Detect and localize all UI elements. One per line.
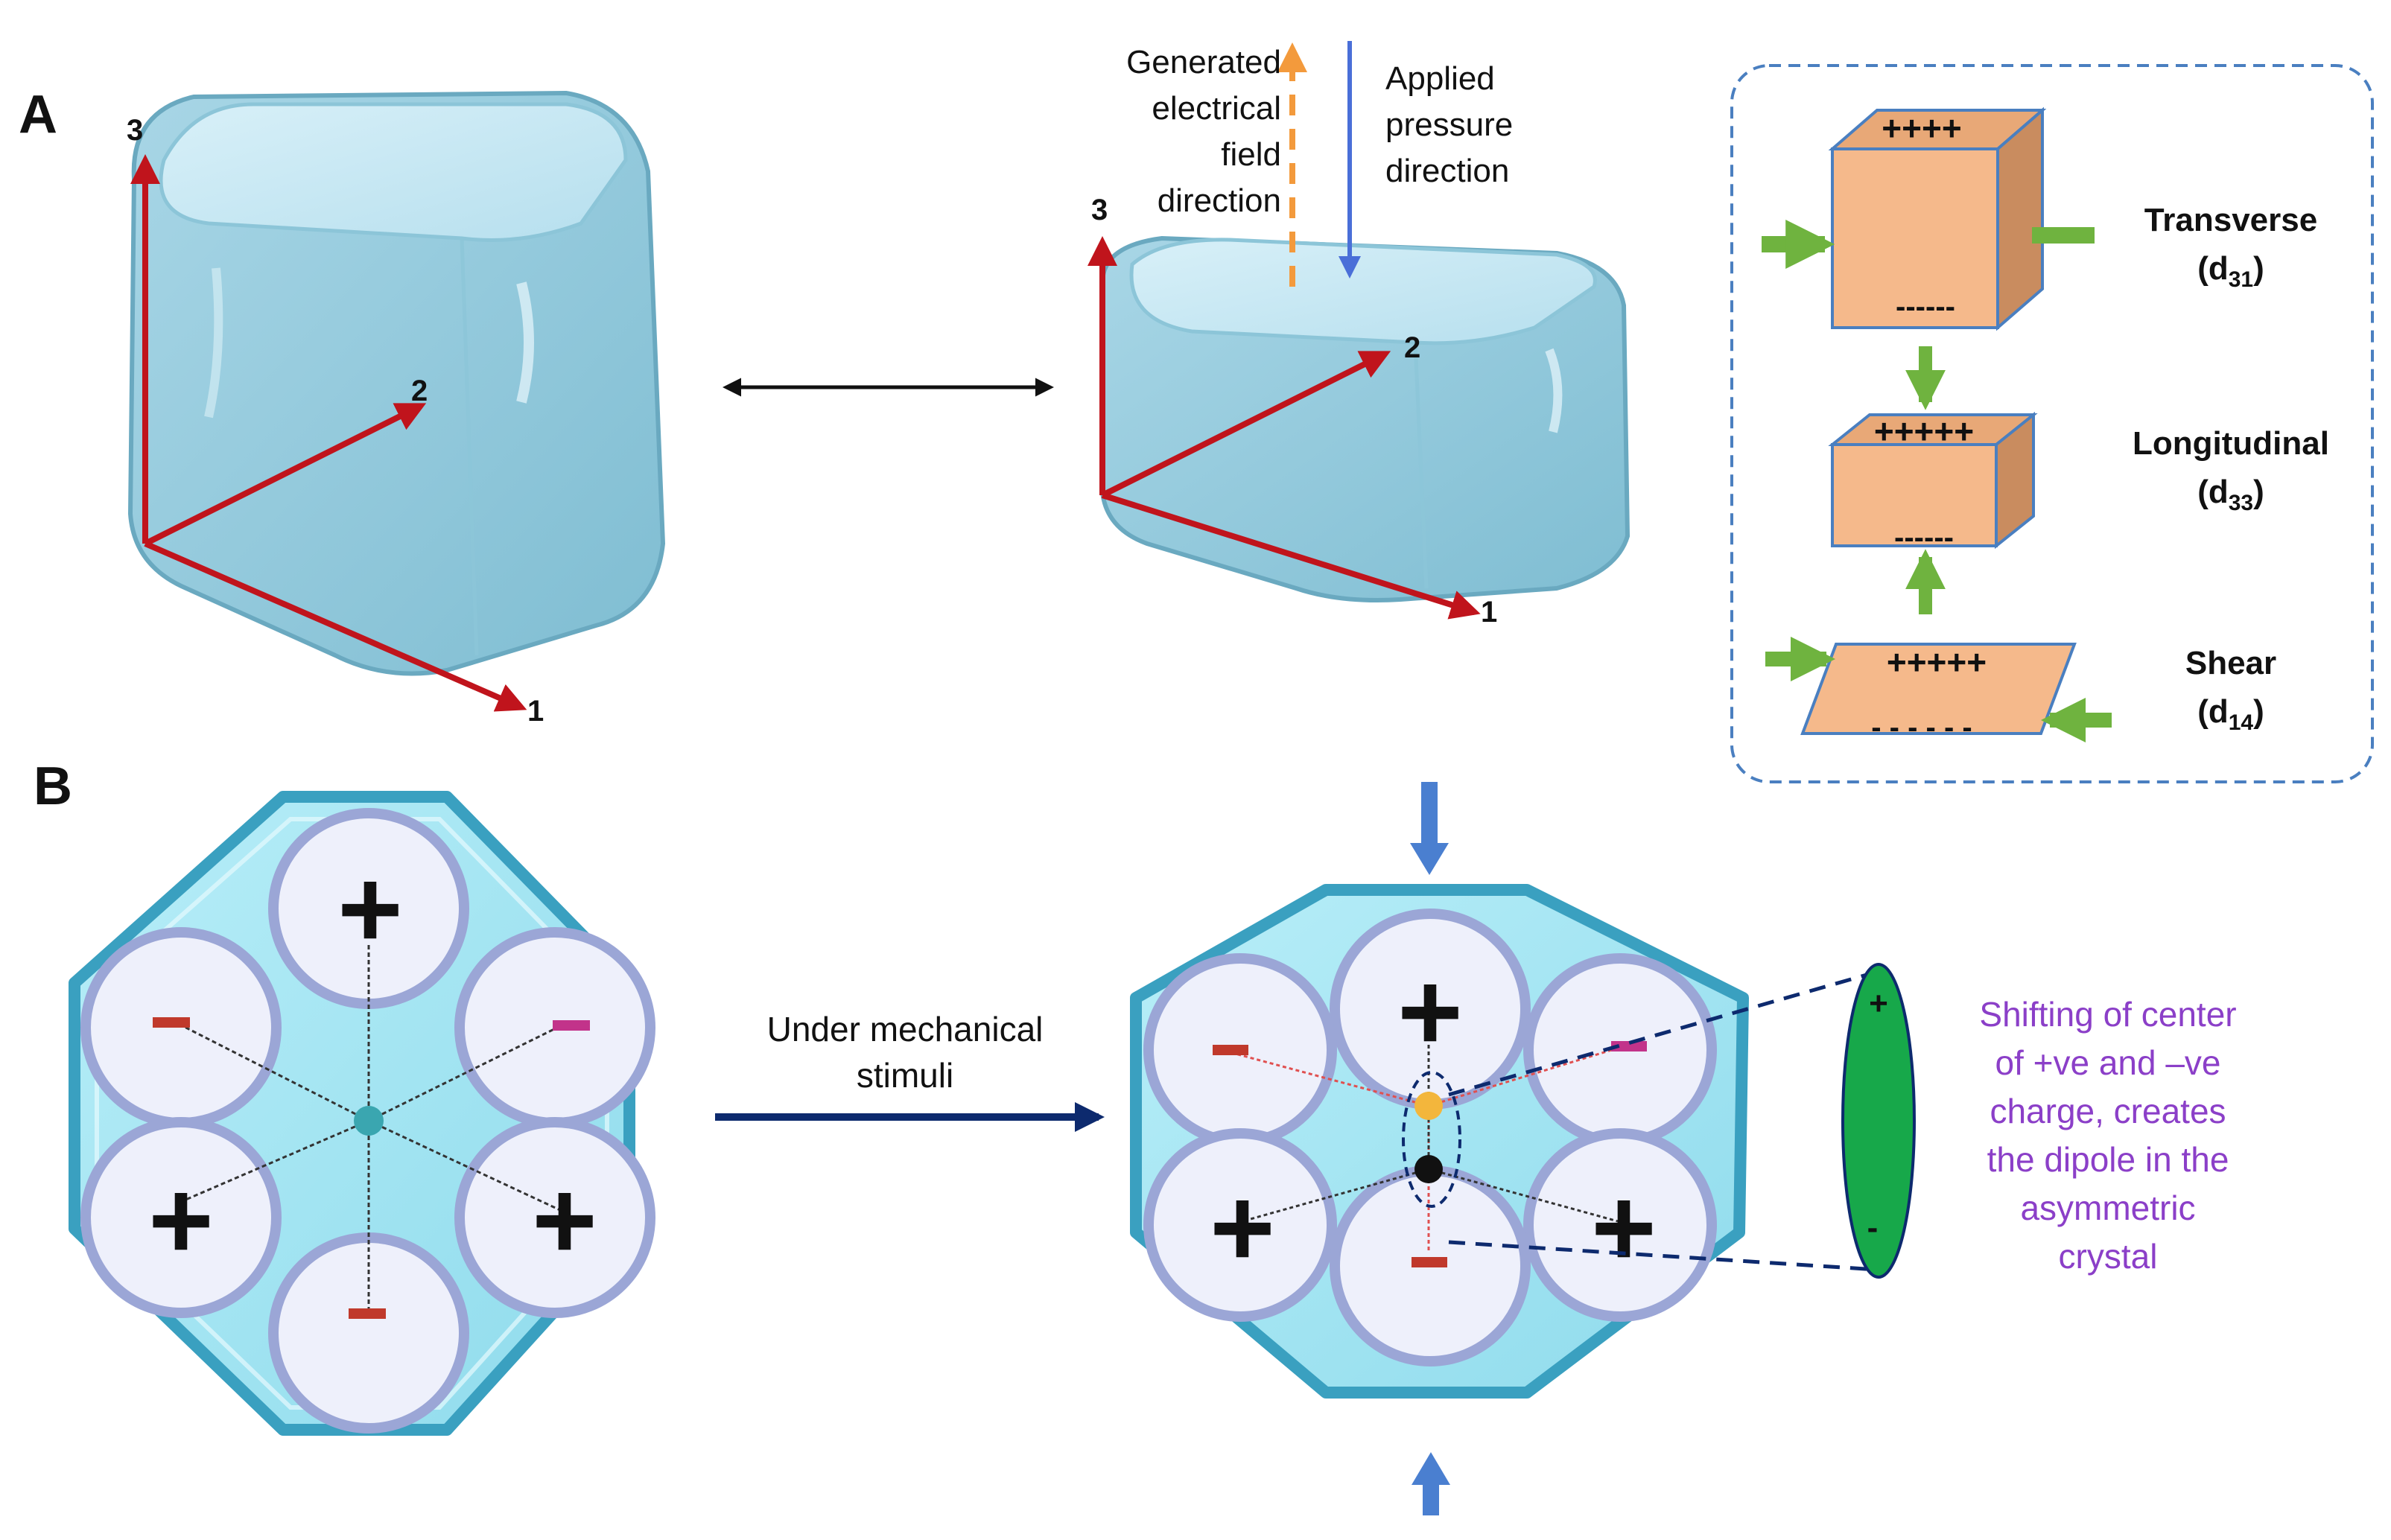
dipole-projection-bottom bbox=[1448, 1240, 1878, 1272]
transverse-coef-close: ) bbox=[2253, 250, 2264, 287]
dipole-region bbox=[1402, 1071, 1461, 1208]
symmetric-minus-top-left bbox=[153, 1017, 190, 1028]
symmetric-bonds bbox=[171, 942, 565, 1311]
panel-b-letter: B bbox=[34, 757, 72, 816]
dipole-plus: + bbox=[1869, 985, 1888, 1022]
shear-coefficient: (d14) bbox=[2197, 693, 2264, 735]
field-label-line-4: direction bbox=[1158, 182, 1281, 219]
dipole-note-line-5: asymmetric bbox=[2020, 1189, 2195, 1227]
modes-box bbox=[1730, 64, 2374, 783]
compression-arrow-top bbox=[1410, 782, 1449, 875]
transverse-coefficient: (d31) bbox=[2197, 250, 2264, 292]
field-label-line-1: Generated bbox=[1126, 44, 1281, 80]
dipole-ellipse bbox=[1841, 963, 1916, 1279]
asymmetric-bonds-negative bbox=[1221, 1045, 1625, 1251]
asymmetric-minus-top-left bbox=[1213, 1045, 1248, 1055]
longitudinal-label: Longitudinal bbox=[2133, 425, 2329, 462]
axis-2-label-right: 2 bbox=[1404, 331, 1420, 364]
longitudinal-plus-charges: +++++ bbox=[1874, 412, 1974, 451]
shear-coef-sub: 14 bbox=[2229, 710, 2254, 735]
transverse-coef-sub: 31 bbox=[2229, 267, 2253, 292]
asymmetric-plus-left: + bbox=[1210, 1165, 1275, 1290]
axes-left bbox=[130, 154, 527, 712]
longitudinal-minus-charges: ------ bbox=[1894, 521, 1954, 554]
dipole-note-line-3: charge, creates bbox=[1990, 1092, 2226, 1130]
stimulus-label-line-1: Under mechanical bbox=[767, 1010, 1044, 1049]
transverse-coef-open: (d bbox=[2197, 250, 2229, 287]
transverse-block bbox=[1828, 106, 2047, 331]
field-label-line-3: field bbox=[1221, 136, 1281, 173]
generated-field-label: Generated electrical field direction bbox=[1126, 44, 1281, 219]
ice-cube-right bbox=[1100, 235, 1630, 602]
dipole-minus: - bbox=[1867, 1209, 1879, 1246]
asymmetric-minus-bottom bbox=[1412, 1257, 1447, 1267]
dipole-note-line-4: the dipole in the bbox=[1987, 1140, 2229, 1179]
shear-coef-close: ) bbox=[2253, 693, 2264, 730]
symmetric-minus-top-right bbox=[553, 1020, 590, 1031]
longitudinal-coef-open: (d bbox=[2197, 474, 2229, 510]
pressure-label-line-3: direction bbox=[1385, 153, 1509, 189]
stimulus-label-line-2: stimuli bbox=[857, 1056, 953, 1095]
axis-1-label-left: 1 bbox=[527, 695, 544, 728]
dipole-note-line-2: of +ve and –ve bbox=[1995, 1043, 2220, 1082]
transverse-plus-charges: ++++ bbox=[1882, 109, 1961, 147]
axis-3-label-right: 3 bbox=[1091, 194, 1108, 226]
compression-arrow-bottom bbox=[1412, 1452, 1450, 1515]
asymmetric-charge-ions bbox=[1143, 909, 1717, 1366]
transverse-label: Transverse bbox=[2144, 202, 2317, 238]
axis-3-label-left: 3 bbox=[127, 114, 143, 147]
shear-coef-open: (d bbox=[2197, 693, 2229, 730]
asymmetric-plus-top: + bbox=[1397, 949, 1463, 1074]
axes-right bbox=[1087, 236, 1481, 620]
longitudinal-block bbox=[1828, 411, 2038, 550]
negative-charge-center bbox=[1414, 1092, 1443, 1120]
asymmetric-minus-top-right bbox=[1611, 1041, 1647, 1051]
stimulus-label: Under mechanical stimuli bbox=[767, 1010, 1044, 1095]
dipole-projection-top bbox=[1448, 970, 1878, 1097]
field-label-line-2: electrical bbox=[1152, 90, 1281, 127]
symmetric-charge-center bbox=[354, 1106, 384, 1136]
shear-minus-charges: - - - - - - bbox=[1871, 711, 1972, 744]
dipole-note-line-1: Shifting of center bbox=[1979, 995, 2236, 1034]
positive-charge-center bbox=[1414, 1155, 1443, 1183]
longitudinal-coefficient: (d33) bbox=[2197, 474, 2264, 515]
axis-2-label-left: 2 bbox=[411, 375, 428, 407]
ice-cube-left bbox=[127, 90, 666, 676]
axis-1-label-right: 1 bbox=[1481, 596, 1497, 629]
shear-plus-charges: +++++ bbox=[1887, 643, 1987, 681]
dipole-note-line-6: crystal bbox=[2059, 1237, 2158, 1276]
transverse-minus-charges: ------ bbox=[1896, 290, 1955, 323]
panel-a-letter: A bbox=[19, 85, 57, 144]
symmetric-plus-left: + bbox=[148, 1157, 214, 1282]
symmetric-minus-bottom bbox=[349, 1308, 386, 1319]
symmetric-plus-right: + bbox=[532, 1157, 597, 1282]
symmetric-plus-top: + bbox=[337, 846, 403, 971]
longitudinal-coef-sub: 33 bbox=[2229, 491, 2253, 515]
longitudinal-coef-close: ) bbox=[2253, 474, 2264, 510]
dipole-note: Shifting of center of +ve and –ve charge… bbox=[1979, 995, 2236, 1276]
pressure-label-line-2: pressure bbox=[1385, 106, 1513, 143]
asymmetric-plus-right: + bbox=[1591, 1165, 1657, 1290]
pressure-label-line-1: Applied bbox=[1385, 60, 1495, 97]
applied-pressure-label: Applied pressure direction bbox=[1385, 60, 1513, 189]
shear-label: Shear bbox=[2185, 645, 2276, 681]
